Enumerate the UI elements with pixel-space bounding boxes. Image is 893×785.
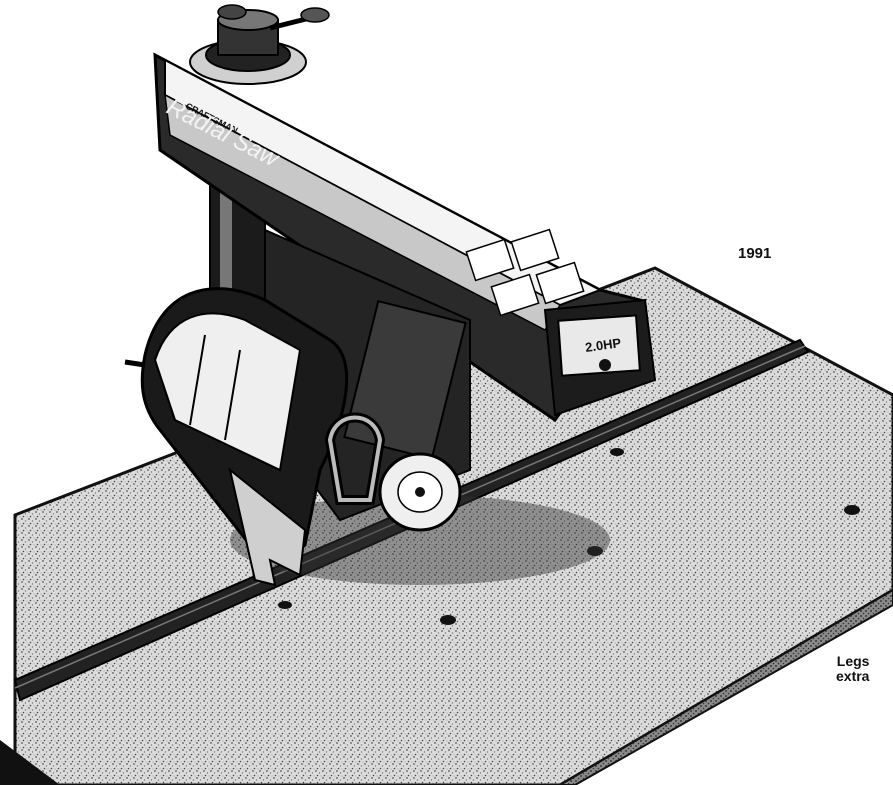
legs-extra-caption: Legs extra bbox=[836, 654, 869, 684]
year-caption: 1991 bbox=[738, 245, 772, 262]
warning-labels bbox=[465, 228, 585, 317]
legs-caption-line-1: Legs bbox=[836, 653, 870, 669]
legs-caption-line-2: extra bbox=[836, 668, 870, 684]
blade-guard bbox=[140, 287, 386, 587]
motor-label: 2.0HP bbox=[584, 335, 622, 355]
saw-shadow bbox=[230, 495, 610, 585]
radial-arm: 2.0HP CRAFTSMAN Radial Saw bbox=[153, 52, 657, 423]
miter-crank bbox=[189, 4, 330, 85]
